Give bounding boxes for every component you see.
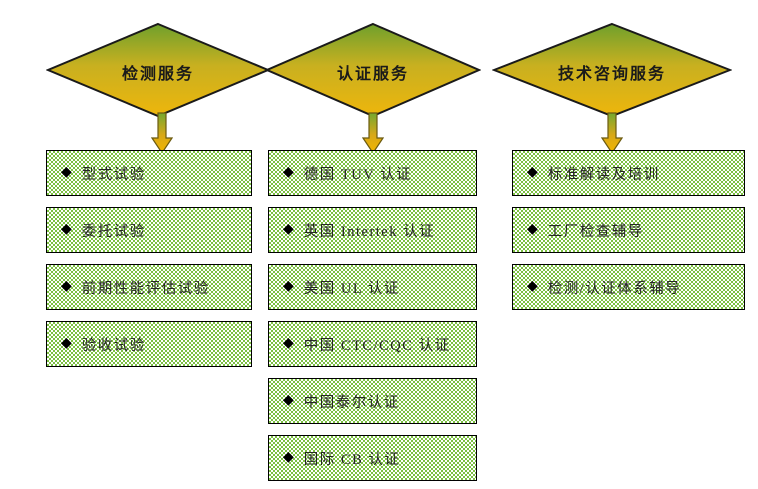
list-item[interactable]: ◆ 国际 CB 认证 xyxy=(268,435,477,481)
bullet-diamond-icon: ◆ xyxy=(61,336,72,351)
list-item-label: 中国 CTC/CQC 认证 xyxy=(303,337,451,354)
list-item[interactable]: ◆ 工厂检查辅导 xyxy=(512,207,745,253)
diamond-node-technical-consulting-services[interactable]: 技术咨询服务 xyxy=(492,22,732,118)
list-item[interactable]: ◆ 标准解读及培训 xyxy=(512,150,745,196)
list-item-label: 验收试验 xyxy=(81,337,146,354)
bullet-diamond-icon: ◆ xyxy=(283,450,294,465)
list-item[interactable]: ◆ 验收试验 xyxy=(46,321,252,367)
arrow-down-technical-consulting-services xyxy=(601,112,623,154)
list-item-label: 美国 UL 认证 xyxy=(303,280,400,297)
bullet-diamond-icon: ◆ xyxy=(61,165,72,180)
diamond-shape-icon xyxy=(46,22,270,118)
list-item[interactable]: ◆ 委托试验 xyxy=(46,207,252,253)
list-item-label: 德国 TUV 认证 xyxy=(303,166,413,183)
list-item-label: 检测/认证体系辅导 xyxy=(547,280,682,297)
diamond-node-certification-services[interactable]: 认证服务 xyxy=(265,22,481,118)
bullet-diamond-icon: ◆ xyxy=(283,222,294,237)
bullet-diamond-icon: ◆ xyxy=(527,279,538,294)
bullet-diamond-icon: ◆ xyxy=(283,336,294,351)
arrow-down-testing-services xyxy=(151,112,173,154)
diamond-shape-icon xyxy=(265,22,481,118)
list-item[interactable]: ◆ 英国 Intertek 认证 xyxy=(268,207,477,253)
list-item-label: 型式试验 xyxy=(81,166,146,183)
list-item-label: 国际 CB 认证 xyxy=(303,451,401,468)
list-item[interactable]: ◆ 中国泰尔认证 xyxy=(268,378,477,424)
list-item[interactable]: ◆ 检测/认证体系辅导 xyxy=(512,264,745,310)
bullet-diamond-icon: ◆ xyxy=(61,279,72,294)
bullet-diamond-icon: ◆ xyxy=(283,279,294,294)
list-item[interactable]: ◆ 中国 CTC/CQC 认证 xyxy=(268,321,477,367)
list-item[interactable]: ◆ 德国 TUV 认证 xyxy=(268,150,477,196)
arrow-down-certification-services xyxy=(362,112,384,154)
list-item[interactable]: ◆ 型式试验 xyxy=(46,150,252,196)
bullet-diamond-icon: ◆ xyxy=(527,165,538,180)
list-item[interactable]: ◆ 前期性能评估试验 xyxy=(46,264,252,310)
bullet-diamond-icon: ◆ xyxy=(527,222,538,237)
list-item-label: 英国 Intertek 认证 xyxy=(303,223,436,240)
list-item-label: 标准解读及培训 xyxy=(547,166,660,183)
bullet-diamond-icon: ◆ xyxy=(283,165,294,180)
bullet-diamond-icon: ◆ xyxy=(61,222,72,237)
diamond-node-testing-services[interactable]: 检测服务 xyxy=(46,22,270,118)
list-item[interactable]: ◆ 美国 UL 认证 xyxy=(268,264,477,310)
list-item-label: 中国泰尔认证 xyxy=(303,394,400,411)
list-item-label: 委托试验 xyxy=(81,223,146,240)
arrow-down-icon xyxy=(151,112,173,154)
arrow-down-icon xyxy=(362,112,384,154)
list-item-label: 工厂检查辅导 xyxy=(547,223,644,240)
list-item-label: 前期性能评估试验 xyxy=(81,280,210,297)
diamond-shape-icon xyxy=(492,22,732,118)
bullet-diamond-icon: ◆ xyxy=(283,393,294,408)
arrow-down-icon xyxy=(601,112,623,154)
